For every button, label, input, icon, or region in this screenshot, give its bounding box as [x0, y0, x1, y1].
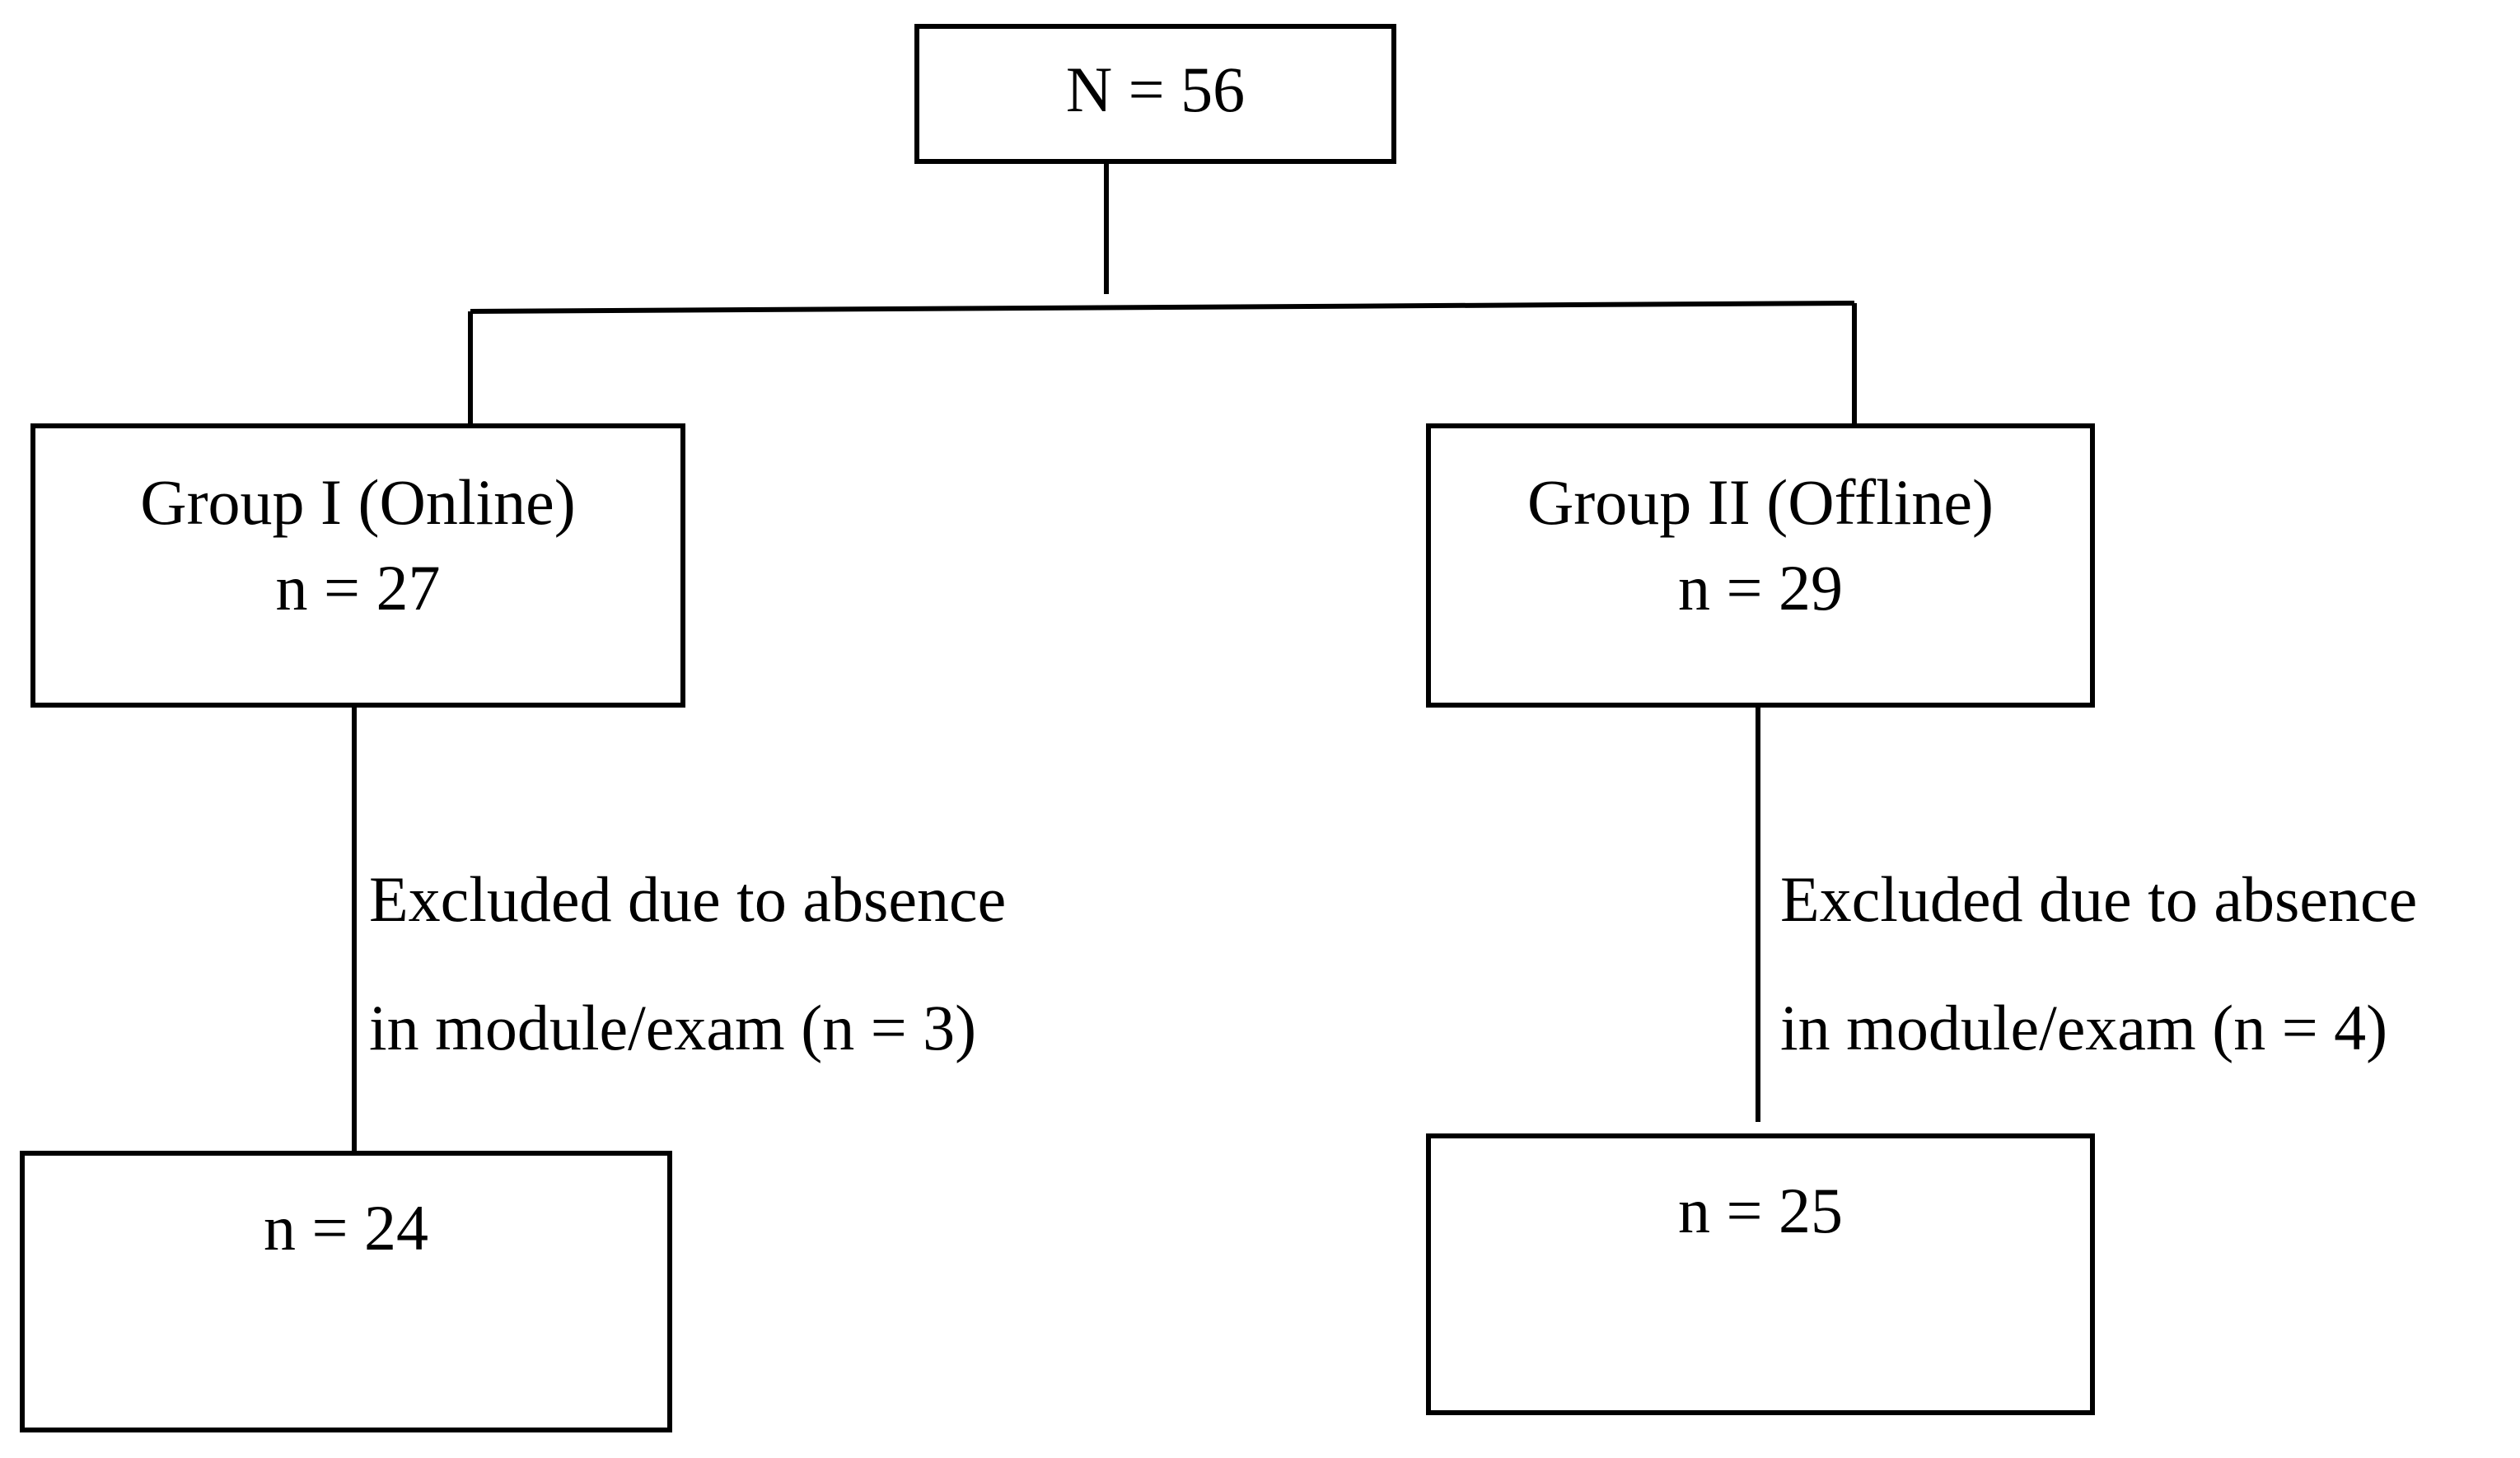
- connector-split-horizontal: [470, 301, 1855, 314]
- group1-count: n = 27: [275, 552, 441, 624]
- group1-box: Group I (Online) n = 27: [30, 423, 685, 708]
- group1-final-box: n = 24: [20, 1151, 672, 1432]
- group2-count: n = 29: [1678, 552, 1843, 624]
- group1-exclusion-line2: in module/exam (n = 3): [369, 992, 977, 1063]
- group1-title: Group I (Online): [140, 466, 576, 538]
- group1-final-count: n = 24: [264, 1192, 428, 1264]
- group2-exclusion-note: Excluded due to absence in module/exam (…: [1780, 835, 2417, 1092]
- group1-exclusion-line1: Excluded due to absence: [369, 863, 1007, 935]
- group2-exclusion-line2: in module/exam (n = 4): [1780, 992, 2388, 1063]
- group2-box: Group II (Offline) n = 29: [1426, 423, 2095, 708]
- group2-exclusion-line1: Excluded due to absence: [1780, 863, 2418, 935]
- group2-title: Group II (Offline): [1526, 466, 1994, 538]
- group1-exclusion-note: Excluded due to absence in module/exam (…: [369, 835, 1006, 1092]
- group2-final-box: n = 25: [1426, 1133, 2095, 1415]
- group2-final-count: n = 25: [1678, 1175, 1843, 1246]
- total-sample-label: N = 56: [1065, 54, 1246, 125]
- total-sample-box: N = 56: [914, 24, 1396, 164]
